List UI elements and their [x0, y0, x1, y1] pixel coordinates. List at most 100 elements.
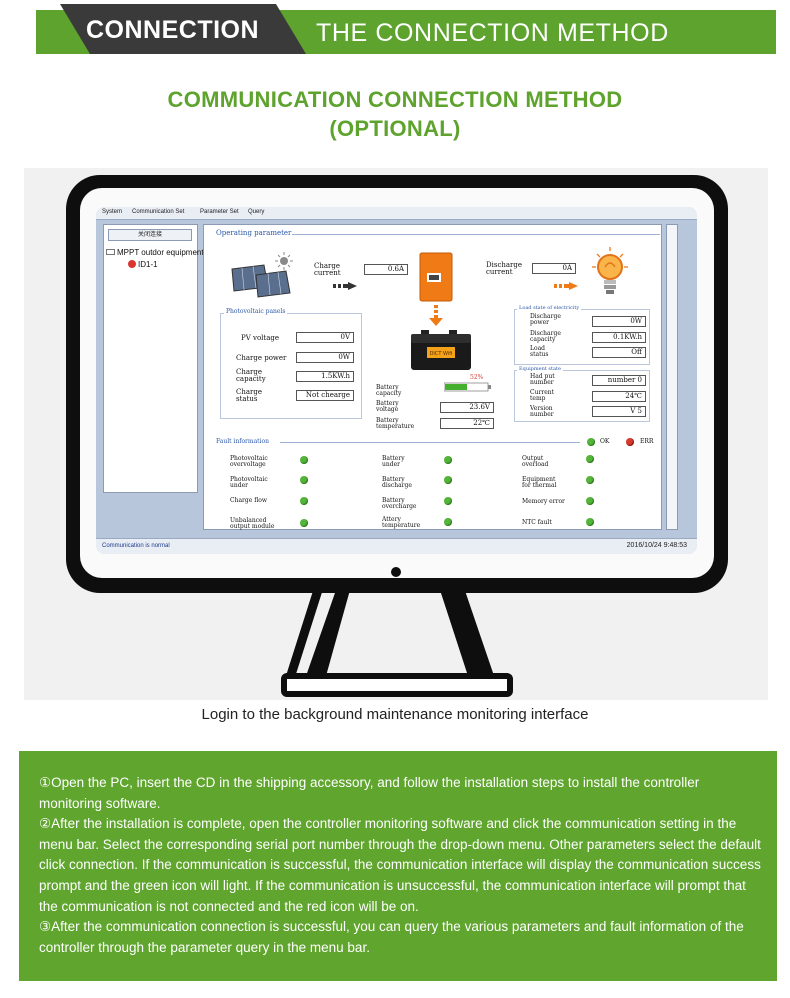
divider	[280, 442, 580, 443]
load-state-group	[514, 309, 650, 365]
fault-status-icon	[444, 476, 452, 484]
charge-current-label: Charge current	[314, 262, 341, 277]
battery-voltage-label: Battery voltage	[376, 400, 399, 413]
menu-bar: System Communication Set Parameter Set Q…	[96, 207, 697, 220]
load-status-label: Load status	[530, 345, 549, 358]
fault-label: Attery temperature	[382, 516, 421, 529]
discharge-capacity-label: Discharge capacity	[530, 330, 561, 343]
charge-capacity-label: Charge capacity	[236, 368, 266, 383]
discharge-current-value: 0A	[532, 263, 576, 274]
device-tree-panel	[103, 224, 198, 493]
battery-voltage-value: 23.6V	[440, 402, 494, 413]
discharge-current-label: Discharge current	[486, 261, 523, 276]
fault-status-icon	[300, 456, 308, 464]
fault-label: Output overload	[522, 455, 549, 468]
current-temp-value: 24℃	[592, 391, 646, 402]
menu-communication-set[interactable]: Communication Set	[132, 209, 185, 215]
discharge-capacity-value: 0.1KW.h	[592, 332, 646, 343]
fault-status-icon	[300, 497, 308, 505]
fault-label: Equipment for thermal	[522, 476, 557, 489]
charge-capacity-value: 1.5KW.h	[296, 371, 354, 382]
load-state-title: Load state of electricity	[517, 305, 582, 311]
illustration-caption: Login to the background maintenance moni…	[201, 706, 589, 723]
menu-system[interactable]: System	[102, 209, 123, 215]
battery-icon: DICT Wifi	[411, 330, 471, 370]
error-icon	[128, 260, 136, 268]
fault-status-icon	[300, 476, 308, 484]
fault-information-title: Fault information	[216, 438, 269, 445]
pv-panel-title: Photovoltaic panels	[224, 308, 288, 315]
fault-status-icon	[586, 497, 594, 505]
tree-root-label: MPPT outdor equipment	[117, 248, 204, 257]
folder-icon	[106, 249, 115, 255]
battery-brand-label: DICT Wifi	[430, 351, 453, 357]
charge-current-value: 0.6A	[364, 264, 408, 275]
instructions-panel: ①Open the PC, insert the CD in the shipp…	[19, 751, 777, 981]
close-connection-button[interactable]: 关闭连接	[108, 229, 192, 241]
err-indicator-icon	[626, 438, 634, 446]
monitoring-app-window: System Communication Set Parameter Set Q…	[96, 207, 697, 554]
divider	[292, 234, 660, 235]
header-key: CONNECTION	[86, 16, 260, 44]
header-title: THE CONNECTION METHOD	[316, 19, 669, 47]
section-headline: COMMUNICATION CONNECTION METHOD	[167, 87, 623, 112]
instruction-step-2: ②After the installation is complete, ope…	[39, 816, 761, 914]
battery-temperature-value: 22℃	[440, 418, 494, 429]
solar-panel-icon	[231, 252, 293, 298]
current-temp-label: Current temp	[530, 389, 555, 402]
charge-status-label: Charge status	[236, 388, 263, 403]
tree-device-label: ID1-1	[138, 260, 158, 269]
menu-query[interactable]: Query	[248, 209, 265, 215]
menu-parameter-set[interactable]: Parameter Set	[200, 209, 239, 215]
battery-temperature-label: Battery temperature	[376, 417, 415, 430]
fault-status-icon	[444, 497, 452, 505]
battery-level-bar	[444, 382, 491, 392]
tree-device-item[interactable]: ID1-1	[128, 260, 158, 269]
battery-percent: 52%	[470, 374, 484, 381]
instruction-step-1: ①Open the PC, insert the CD in the shipp…	[39, 775, 700, 811]
arrow-down-icon	[429, 305, 443, 326]
discharge-power-value: 0W	[592, 316, 646, 327]
pv-voltage-value: 0V	[296, 332, 354, 343]
arrow-right-icon	[554, 282, 578, 290]
fault-status-icon	[586, 518, 594, 526]
legend-ok-label: OK	[600, 438, 610, 445]
fault-label: Memory error	[522, 498, 565, 505]
instruction-step-3: ③After the communication connection is s…	[39, 919, 744, 955]
fault-label: Battery under	[382, 455, 405, 468]
communication-status: Communication is normal	[102, 543, 170, 549]
load-status-value: Off	[592, 347, 646, 358]
battery-capacity-label: Battery capacity	[376, 384, 402, 397]
header-key-block	[60, 4, 306, 54]
fault-status-icon	[444, 518, 452, 526]
charge-status-value: Not chearge	[296, 390, 354, 401]
equipment-state-title: Equipment state	[517, 366, 563, 372]
fault-status-icon	[300, 519, 308, 527]
had-put-number-label: Had put number	[530, 373, 555, 386]
controller-icon	[419, 252, 453, 302]
version-number-value: V 5	[592, 406, 646, 417]
fault-label: Charge flow	[230, 497, 267, 504]
ok-indicator-icon	[587, 438, 595, 446]
fault-status-icon	[586, 476, 594, 484]
fault-status-icon	[444, 456, 452, 464]
fault-label: Unbalanced output module	[230, 517, 275, 530]
scrollbar[interactable]	[666, 224, 678, 530]
pv-voltage-label: PV voltage	[241, 334, 280, 342]
charge-power-value: 0W	[296, 352, 354, 363]
fault-label: NTC fault	[522, 519, 552, 526]
tree-root-item[interactable]: MPPT outdor equipment	[106, 248, 204, 257]
pv-panel-group	[220, 313, 362, 419]
equipment-state-group	[514, 370, 650, 422]
section-subheadline: (OPTIONAL)	[329, 116, 461, 141]
operating-parameter-title: Operating parameter	[216, 229, 292, 237]
legend-err-label: ERR	[640, 438, 654, 445]
status-bar: Communication is normal 2016/10/24 9:48:…	[96, 538, 697, 554]
arrow-right-icon	[333, 282, 357, 290]
discharge-power-label: Discharge power	[530, 313, 561, 326]
charge-power-label: Charge power	[236, 354, 287, 362]
had-put-number-value: number 0	[592, 375, 646, 386]
fault-label: Photovoltaic under	[230, 476, 268, 489]
status-timestamp: 2016/10/24 9:48:53	[626, 542, 687, 549]
